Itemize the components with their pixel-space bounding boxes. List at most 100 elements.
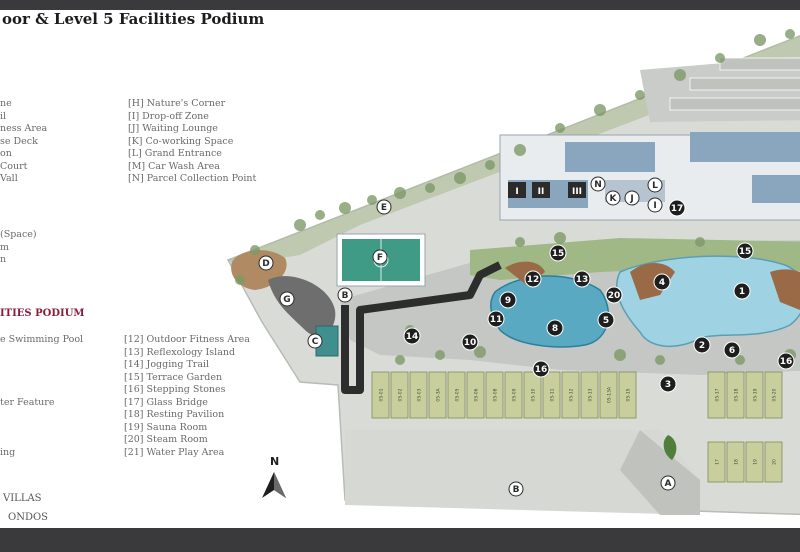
facility-marker-letter xyxy=(508,481,524,497)
villa-unit xyxy=(599,371,618,419)
villa-unit-label: 05-18 xyxy=(734,388,740,401)
villa-unit xyxy=(409,371,428,419)
villa-unit xyxy=(428,371,447,419)
facility-marker-letter-text: J xyxy=(629,194,633,204)
legend-item: [14] Jogging Trail xyxy=(124,359,210,370)
facility-marker-number-text: 8 xyxy=(552,324,558,334)
facility-marker-number-text: 1 xyxy=(739,287,745,297)
villa-unit-label: 05-20 xyxy=(772,388,778,401)
villa-unit xyxy=(466,371,485,419)
facility-marker-number xyxy=(549,244,567,262)
facility-marker-letter-text: B xyxy=(342,291,349,301)
facility-marker-number xyxy=(653,273,671,291)
villa-unit-label: 05-09 xyxy=(512,388,518,401)
villa-unit xyxy=(745,441,764,483)
facility-marker-number xyxy=(733,282,751,300)
facility-marker-number-text: 15 xyxy=(739,247,752,257)
villa-unit-label: 05-02 xyxy=(398,388,404,401)
villa-unit xyxy=(504,371,523,419)
facility-marker-number xyxy=(605,286,623,304)
villa-unit-label: 18 xyxy=(734,459,740,465)
villa-unit xyxy=(726,441,745,483)
villa-unit xyxy=(618,371,637,419)
legend-item: ne xyxy=(0,98,12,109)
legend-item: [17] Glass Bridge xyxy=(124,396,208,408)
facility-marker-number-text: 15 xyxy=(552,249,565,259)
facility-marker-number-text: 17 xyxy=(671,204,684,214)
legend-item: [M] Car Wash Area xyxy=(128,160,220,172)
facility-marker-number xyxy=(597,311,615,329)
legend-item: on xyxy=(0,148,12,159)
facility-marker-number-text: 4 xyxy=(659,278,665,288)
legend-item: [13] Reflexology Island xyxy=(124,346,236,358)
facility-marker-letter-text: A xyxy=(665,479,672,489)
legend-item: [18] Resting Pavilion xyxy=(124,409,225,420)
legend-item: [K] Co-working Space xyxy=(128,135,234,147)
villa-unit xyxy=(561,371,580,419)
villa-unit xyxy=(542,371,561,419)
legend-item: n xyxy=(0,254,7,265)
villa-unit xyxy=(485,371,504,419)
facility-marker-number-text: 3 xyxy=(665,380,671,390)
facility-marker-number-text: 6 xyxy=(729,346,735,356)
facility-marker-number-text: 11 xyxy=(490,315,503,325)
legend-item: m xyxy=(0,241,10,253)
legend-item xyxy=(0,409,83,422)
entrance-feature xyxy=(663,435,677,460)
facility-marker-letter-text: C xyxy=(312,337,319,347)
villa-unit xyxy=(580,371,599,419)
facility-marker-number xyxy=(532,360,550,378)
legend-letter-facilities: [H] Nature's Corner[I] Drop-off Zone[J] … xyxy=(128,98,256,186)
building-tag xyxy=(568,182,586,198)
villa-unit-label: 05-3A xyxy=(436,387,442,401)
facility-marker-letter xyxy=(624,190,640,206)
villa-unit-label: 05-13 xyxy=(588,388,594,401)
facility-marker-letter-text: F xyxy=(377,253,383,263)
facility-marker-letter xyxy=(605,190,621,206)
villa-unit xyxy=(726,371,745,419)
building-tag-label: III xyxy=(572,187,582,197)
facility-marker-letter-text: L xyxy=(652,181,658,191)
facility-marker-number xyxy=(499,291,517,309)
facility-marker-letter-text: N xyxy=(594,180,602,190)
legend-number-facilities: [12] Outdoor Fitness Area[13] Reflexolog… xyxy=(124,334,250,459)
left-pool xyxy=(490,275,610,348)
facility-marker-letter-text: K xyxy=(610,194,618,204)
facility-marker-letter xyxy=(279,291,295,307)
facility-marker-number xyxy=(524,270,542,288)
legend-item xyxy=(0,372,83,385)
facility-marker-letter-text: G xyxy=(283,295,290,305)
facility-marker-letter-text: E xyxy=(381,203,387,213)
legend-item: (Space) xyxy=(0,229,37,240)
legend-item: [N] Parcel Collection Point xyxy=(128,173,257,184)
facility-marker-number xyxy=(668,199,686,217)
facility-marker-number xyxy=(659,375,677,393)
facility-marker-number-text: 20 xyxy=(608,291,621,301)
villa-unit-label: 05-12 xyxy=(569,388,575,401)
legend-item: il xyxy=(0,110,7,122)
villa-unit-label: 05-13A xyxy=(607,386,613,403)
facility-marker-number xyxy=(777,352,795,370)
facility-marker-letter-text: B xyxy=(513,485,520,495)
facility-marker-number xyxy=(723,341,741,359)
lower-walkway xyxy=(620,430,700,515)
facility-marker-letter xyxy=(258,255,274,271)
legend-item: Court xyxy=(0,160,28,172)
villa-unit xyxy=(745,371,764,419)
jogging-trail xyxy=(341,261,502,394)
legend-item xyxy=(0,384,83,397)
facility-marker-number-text: 5 xyxy=(603,316,609,326)
villa-unit-label: 05-17 xyxy=(715,388,721,401)
legend-item: [J] Waiting Lounge xyxy=(128,123,218,134)
building-tag-label: I xyxy=(515,187,518,197)
facility-marker-number-text: 9 xyxy=(505,296,511,306)
legend-condos-label: ONDOS xyxy=(8,512,49,523)
villa-unit-label: 05-01 xyxy=(379,388,385,401)
lower-landscape xyxy=(345,430,700,515)
legend-item: se Deck xyxy=(0,135,38,147)
